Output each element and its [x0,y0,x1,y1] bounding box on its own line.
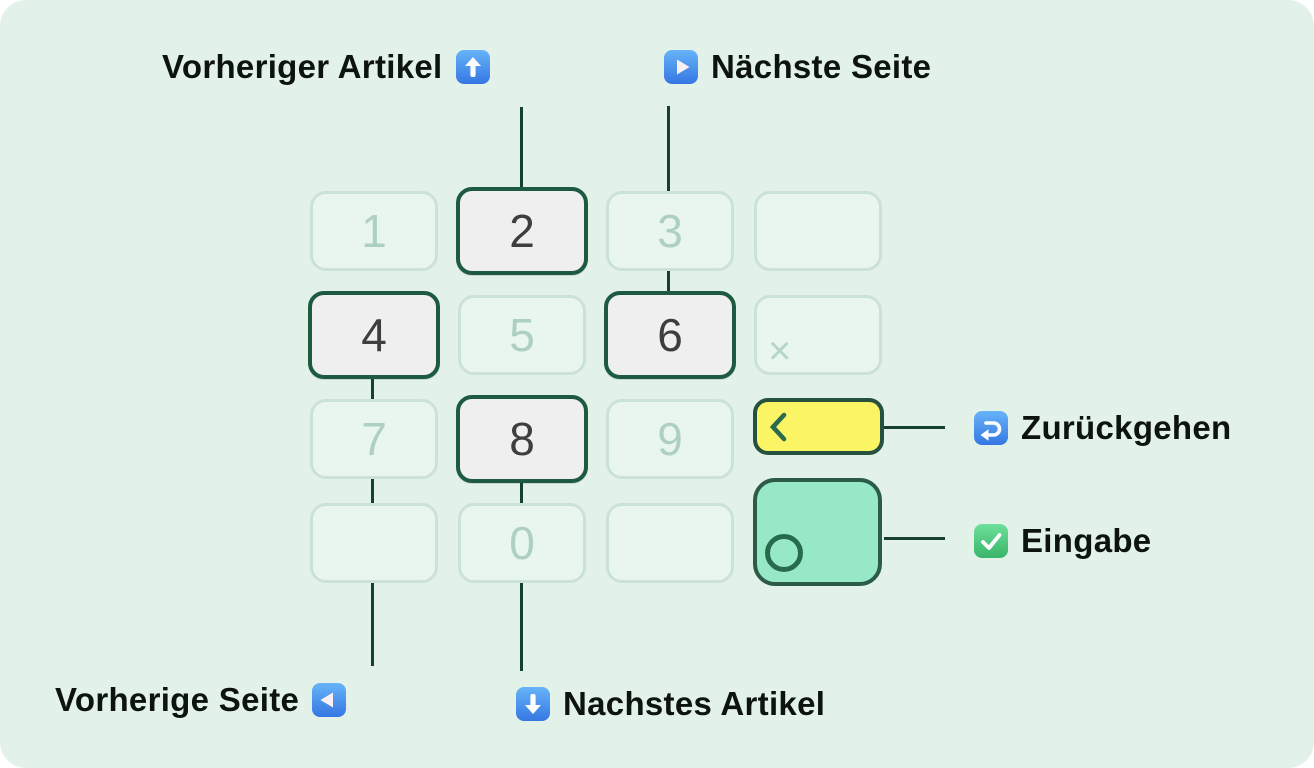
return-arrow-button-icon [974,411,1008,445]
key-4[interactable]: 4 [308,291,440,379]
key-blank-bottom-left[interactable] [310,503,438,583]
key-8[interactable]: 8 [456,395,588,483]
callout-enter: Eingabe [974,522,1151,560]
chevron-left-icon [767,410,789,444]
key-3[interactable]: 3 [606,191,734,271]
key-6-label: 6 [657,309,683,361]
key-multiply[interactable]: × [754,295,882,375]
down-arrow-button-icon [516,687,550,721]
key-5-label: 5 [509,309,535,361]
key-blank-bottom-right[interactable] [606,503,734,583]
key-9-label: 9 [657,413,683,465]
key-2-label: 2 [509,205,535,257]
key-4-label: 4 [361,309,387,361]
up-arrow-button-icon [455,50,490,84]
callout-prev-article: Vorheriger Artikel [162,48,490,86]
key-8-label: 8 [509,413,535,465]
multiply-icon: × [768,329,792,373]
callout-prev-page-text: Vorherige Seite [55,681,300,718]
callout-next-page: Nächste Seite [664,48,931,86]
key-7-label: 7 [361,413,387,465]
callout-back-text: Zurückgehen [1021,409,1232,446]
key-0-label: 0 [509,517,535,569]
key-1[interactable]: 1 [310,191,438,271]
key-0[interactable]: 0 [458,503,586,583]
key-6[interactable]: 6 [604,291,736,379]
key-2[interactable]: 2 [456,187,588,275]
check-mark-button-icon [974,524,1008,558]
callout-next-article: Nachstes Artikel [516,685,825,723]
connector-enter [884,537,945,540]
callout-back: Zurückgehen [974,409,1232,447]
key-back-yellow[interactable] [753,398,884,455]
key-blank-top[interactable] [754,191,882,271]
connector-prev-article [520,107,523,191]
callout-next-article-text: Nachstes Artikel [563,685,826,722]
key-1-label: 1 [361,205,387,257]
callout-prev-page: Vorherige Seite [55,681,347,719]
key-enter-green[interactable] [753,478,882,586]
callout-prev-article-text: Vorheriger Artikel [162,48,443,85]
reverse-button-icon [312,683,347,717]
callout-next-page-text: Nächste Seite [711,48,932,85]
connector-back [884,426,945,429]
key-9[interactable]: 9 [606,399,734,479]
key-5[interactable]: 5 [458,295,586,375]
key-3-label: 3 [657,205,683,257]
key-7[interactable]: 7 [310,399,438,479]
circle-icon [765,534,803,572]
callout-enter-text: Eingabe [1021,522,1152,559]
play-button-icon [664,50,698,84]
